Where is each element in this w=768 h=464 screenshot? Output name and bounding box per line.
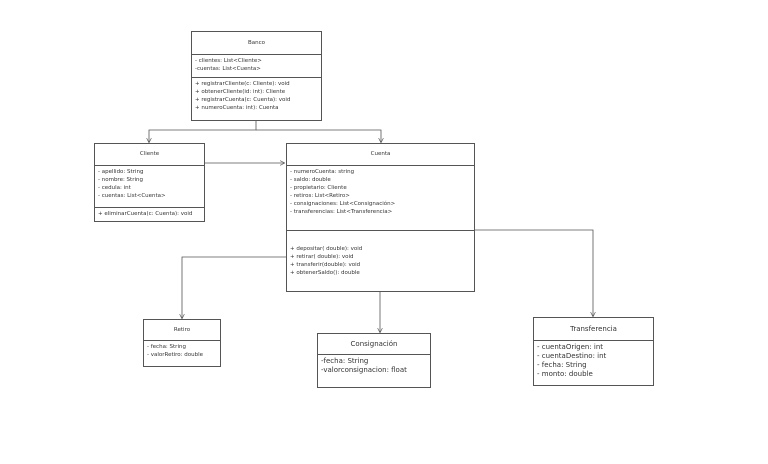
class-transferencia[interactable]: Transferencia - cuentaOrigen: int - cuen… xyxy=(533,317,654,386)
method: + retirar( double): void xyxy=(290,254,354,260)
class-banco-name: Banco xyxy=(192,32,321,55)
attribute: - cuentaDestino: int xyxy=(537,352,607,360)
class-consignacion[interactable]: Consignación -fecha: String -valorconsig… xyxy=(317,333,431,388)
attribute: - saldo: double xyxy=(290,177,331,183)
attribute: - cuentaOrigen: int xyxy=(537,343,604,351)
method: + numeroCuenta: int): Cuenta xyxy=(195,105,279,111)
association-cuenta-retiro xyxy=(182,256,286,318)
attribute: - cedula: int xyxy=(98,185,131,191)
attribute: - nombre: String xyxy=(98,177,143,183)
class-banco-attributes: - clientes: List<Cliente> -cuentas: List… xyxy=(192,55,321,77)
class-banco[interactable]: Banco - clientes: List<Cliente> -cuentas… xyxy=(191,31,322,121)
method: + registrarCuenta(c: Cuenta): void xyxy=(195,97,291,103)
method: + depositar( double): void xyxy=(290,246,363,252)
class-consignacion-name: Consignación xyxy=(318,334,430,355)
class-consignacion-attributes: -fecha: String -valorconsignacion: float xyxy=(318,355,430,377)
attribute: - fecha: String xyxy=(147,344,186,350)
class-cuenta-methods: + depositar( double): void + retirar( do… xyxy=(287,230,474,279)
attribute: - valorRetiro: double xyxy=(147,352,204,358)
method: + transferir(double): void xyxy=(290,262,361,268)
class-transferencia-attributes: - cuentaOrigen: int - cuentaDestino: int… xyxy=(534,341,653,381)
class-cuenta[interactable]: Cuenta - numeroCuenta: string - saldo: d… xyxy=(286,143,475,292)
method: + eliminarCuenta(c: Cuenta): void xyxy=(98,211,193,217)
attribute: - propietario: Cliente xyxy=(290,185,347,191)
class-cliente-methods: + eliminarCuenta(c: Cuenta): void xyxy=(95,207,204,220)
class-retiro[interactable]: Retiro - fecha: String - valorRetiro: do… xyxy=(143,319,221,367)
attribute: - fecha: String xyxy=(537,361,587,369)
method: + obtenerCliente(id: int): Cliente xyxy=(195,89,286,95)
class-cuenta-attributes: - numeroCuenta: string - saldo: double -… xyxy=(287,166,474,230)
class-cliente-name: Cliente xyxy=(95,144,204,166)
attribute: -valorconsignacion: float xyxy=(321,366,407,374)
class-cliente-attributes: - apellido: String - nombre: String - ce… xyxy=(95,166,204,207)
class-cuenta-name: Cuenta xyxy=(287,144,474,166)
method: + registrarCliente(c: Cliente): void xyxy=(195,81,290,87)
class-retiro-attributes: - fecha: String - valorRetiro: double xyxy=(144,341,220,361)
attribute: - monto: double xyxy=(537,370,593,378)
attribute: -fecha: String xyxy=(321,357,369,365)
attribute: - numeroCuenta: string xyxy=(290,169,355,175)
class-transferencia-name: Transferencia xyxy=(534,318,653,341)
attribute: - cuentas: List<Cuenta> xyxy=(98,193,166,199)
class-banco-methods: + registrarCliente(c: Cliente): void + o… xyxy=(192,77,321,114)
association-cuenta-transferencia xyxy=(475,229,593,316)
method: + obtenerSaldo(): double xyxy=(290,270,360,276)
attribute: - clientes: List<Cliente> xyxy=(195,58,262,64)
association-banco-cliente xyxy=(149,121,257,142)
association-banco-cuenta xyxy=(256,129,381,142)
attribute: -cuentas: List<Cuenta> xyxy=(195,66,261,72)
attribute: - retiros: List<Retiro> xyxy=(290,193,350,199)
attribute: - apellido: String xyxy=(98,169,144,175)
class-retiro-name: Retiro xyxy=(144,320,220,341)
attribute: - transferencias: List<Transferencia> xyxy=(290,209,393,215)
attribute: - consignaciones: List<Consignación> xyxy=(290,201,396,207)
class-cliente[interactable]: Cliente - apellido: String - nombre: Str… xyxy=(94,143,205,222)
